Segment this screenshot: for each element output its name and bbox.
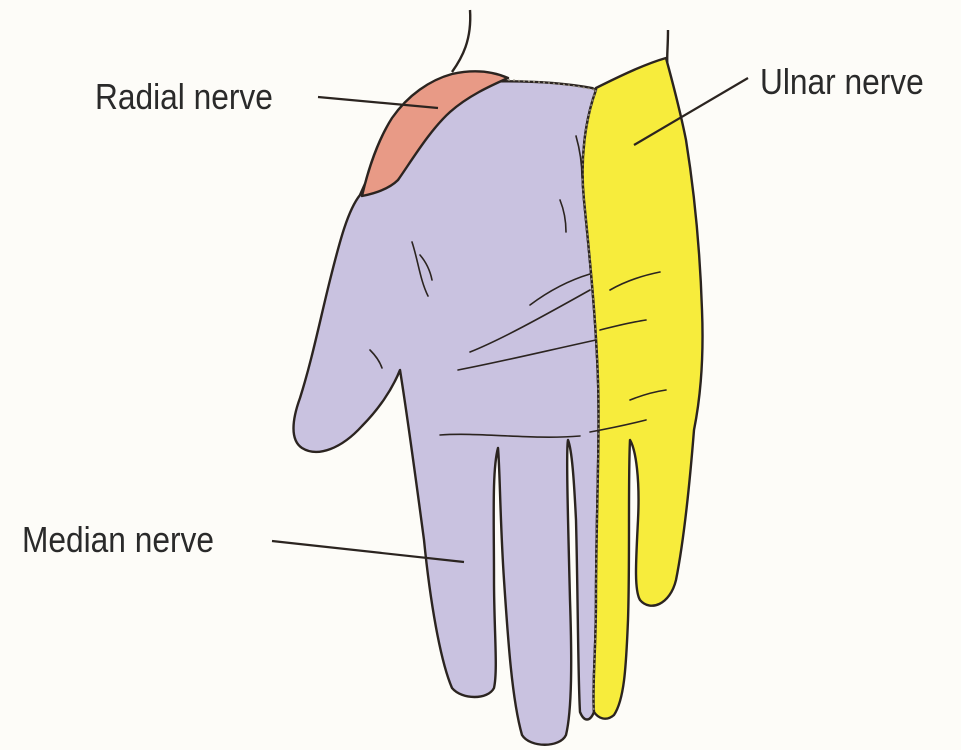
ulnar-region [583,58,703,719]
wrist-line-left [452,10,470,72]
radial-nerve-label: Radial nerve [95,79,273,115]
median-nerve-label: Median nerve [22,522,214,558]
ulnar-nerve-label: Ulnar nerve [760,64,924,100]
median-region [294,81,599,745]
